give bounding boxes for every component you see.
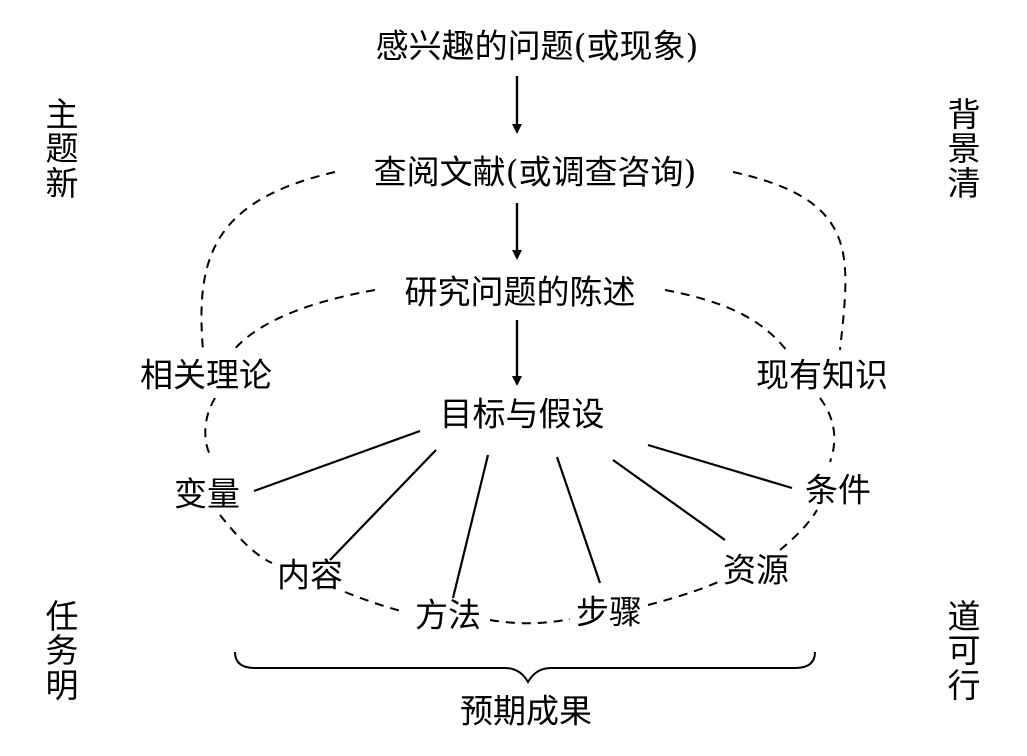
inner-dashed-arc-right: [664, 289, 789, 353]
dashed-steps-to-resources: [647, 581, 719, 606]
side-label-top-left: 主 题 新: [44, 95, 80, 203]
side-label-char: 务: [45, 631, 79, 671]
side-label-char: 景: [947, 129, 981, 169]
dashed-methods-to-steps: [489, 618, 571, 625]
line-goals-to-variables: [253, 429, 421, 493]
line-goals-to-content: [329, 449, 437, 561]
side-label-char: 题: [45, 129, 79, 169]
node-expected-results: 预期成果: [460, 691, 592, 731]
node-resources: 资源: [723, 550, 789, 590]
line-goals-to-methods: [451, 454, 490, 599]
outer-dashed-arc-left: [200, 171, 336, 351]
bottom-brace: [234, 651, 816, 685]
node-variables: 变量: [174, 474, 240, 514]
side-label-char: 背: [947, 95, 981, 134]
node-steps: 步骤: [576, 592, 642, 632]
dashed-knowledge-to-conditions: [819, 397, 836, 463]
outer-dashed-arc-right: [732, 171, 847, 351]
side-label-char: 主: [45, 95, 79, 134]
dashed-resources-to-conditions: [779, 509, 818, 551]
side-label-bottom-right: 道 可 行: [946, 597, 982, 705]
side-label-char: 清: [947, 163, 981, 203]
node-goals-hypotheses: 目标与假设: [439, 394, 605, 434]
side-label-char: 明: [45, 665, 79, 705]
node-conditions: 条件: [805, 470, 871, 510]
node-literature: 查阅文献(或调查咨询): [373, 152, 697, 192]
node-interest: 感兴趣的问题(或现象): [375, 26, 699, 66]
line-goals-to-resources: [612, 459, 726, 541]
node-related-theory: 相关理论: [140, 355, 272, 395]
side-label-char: 道: [947, 597, 981, 636]
side-label-top-right: 背 景 清: [946, 95, 982, 203]
node-content: 内容: [277, 555, 343, 595]
side-label-char: 可: [947, 631, 981, 671]
side-label-char: 任: [45, 597, 79, 636]
dashed-theory-to-variables: [204, 397, 216, 456]
line-goals-to-conditions: [647, 443, 793, 490]
dashed-variables-to-content: [219, 514, 273, 564]
side-label-bottom-left: 任 务 明: [44, 597, 80, 705]
line-goals-to-steps: [555, 456, 602, 584]
node-problem-statement: 研究问题的陈述: [404, 272, 636, 312]
side-label-char: 行: [947, 665, 981, 705]
node-methods: 方法: [415, 595, 481, 635]
side-label-char: 新: [45, 163, 79, 203]
inner-dashed-arc-left: [231, 289, 376, 353]
dashed-content-to-methods: [344, 591, 406, 613]
node-existing-knowledge: 现有知识: [756, 355, 888, 395]
